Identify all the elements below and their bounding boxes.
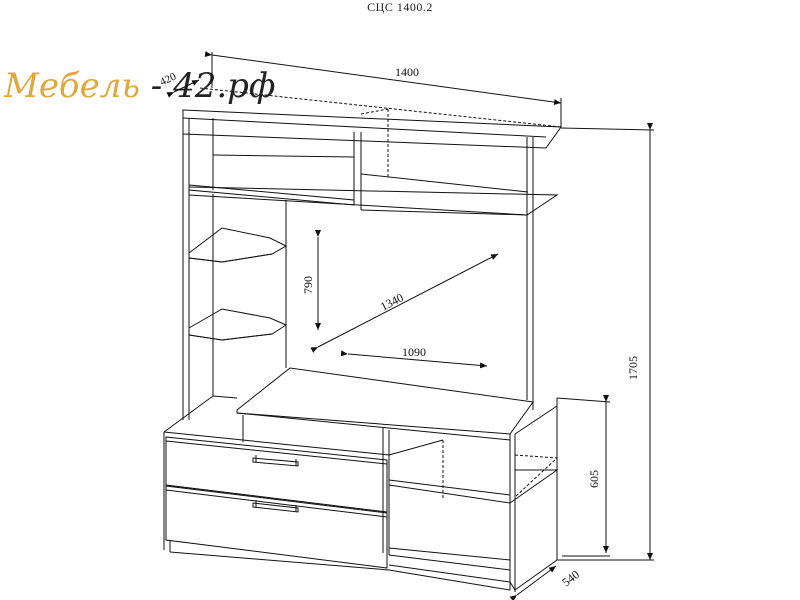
dimension-lines [166,51,655,600]
dim-depth-420: 420 [158,70,178,88]
base-cabinet [163,395,559,592]
drawer-handle-lower [252,500,299,513]
top-plank [182,87,562,149]
left-side-panel [182,118,214,420]
corner-shelf-upper [188,227,288,263]
upper-shelves [188,108,559,230]
logo-brand: Мебель [4,66,140,106]
dim-width-1400: 1400 [395,65,419,79]
dim-tv-height-790: 790 [301,276,315,294]
dim-height-1705: 1705 [626,356,640,380]
dim-tv-width-1090: 1090 [402,345,426,359]
dim-depth-540: 540 [559,567,582,589]
corner-shelf-lower [188,308,288,341]
drawer-handle-upper [252,455,299,467]
drawer-upper [165,436,388,513]
drawer-lower [165,485,388,569]
base-worktop [212,367,534,441]
dim-height-605: 605 [587,470,601,488]
tv-niche [285,200,534,410]
dim-tv-diagonal-1340: 1340 [378,290,406,313]
logo-separator: - [139,66,174,106]
model-title: СЦС 1400.2 [367,0,433,14]
